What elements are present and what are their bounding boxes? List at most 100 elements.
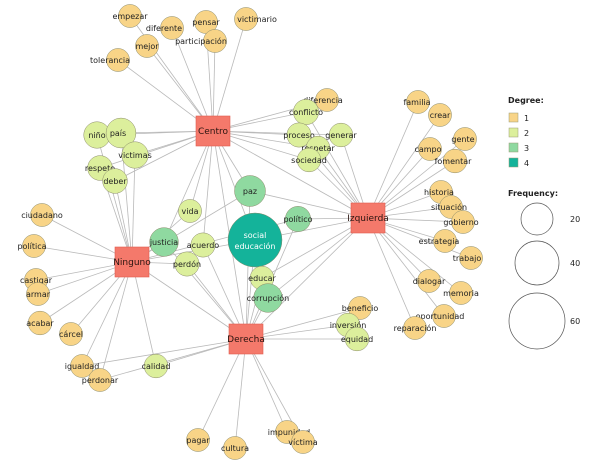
word-circle-cultura: [223, 436, 247, 460]
edge-izquierda-reparacion: [367, 217, 416, 329]
word-circle-generar: [328, 122, 354, 148]
word-label-conflicto: conflicto: [289, 108, 323, 117]
word-label-victimario: victimario: [237, 15, 277, 24]
word-label-estrategia: estrategia: [419, 237, 460, 246]
word-circle-social_educacion: [227, 212, 283, 268]
word-label-memoria: memoria: [443, 289, 479, 298]
word-node-victimario: victimario: [234, 7, 277, 31]
legend-degree-swatch-2: [508, 127, 519, 138]
word-node-sociedad: sociedad: [291, 147, 327, 173]
word-node-ciudadano: ciudadano: [21, 203, 63, 227]
word-circle-conflicto: [293, 99, 319, 125]
word-label-proceso: proceso: [283, 131, 315, 140]
edge-derecha-izquierda: [245, 217, 369, 340]
legend-degree-swatch-1: [508, 112, 519, 123]
word-node-oportunidad: oportunidad: [416, 304, 464, 328]
word-circle-victima: [291, 430, 315, 454]
legend-degree-swatch-3: [508, 142, 519, 153]
word-label-impunidad: impunidad: [268, 428, 311, 437]
hub-node-ninguno: Ninguno: [113, 246, 151, 278]
legend-frequency-label-40: 40: [570, 259, 580, 268]
word-node-mejor: mejor: [135, 34, 159, 58]
word-node-empezar: empezar: [112, 4, 148, 28]
word-node-participacion: participación: [175, 29, 227, 53]
edge-izquierda-familia: [367, 101, 419, 219]
edge-centro-acuerdo: [202, 130, 214, 246]
edge-centro-generar: [212, 130, 342, 136]
word-node-pais: país: [105, 117, 137, 149]
word-node-diferencia: diferencia: [303, 88, 343, 112]
legend-frequency-circle-60: [508, 292, 566, 350]
word-circle-paz: [234, 175, 266, 207]
word-circle-reparacion: [403, 316, 427, 340]
word-node-fomentar: fomentar: [435, 148, 472, 174]
word-label-politico: político: [283, 215, 312, 224]
edge-derecha-cultura: [234, 338, 247, 449]
word-circle-beneficio: [348, 296, 372, 320]
word-label-castigar: castigar: [20, 276, 53, 285]
word-label-pais: país: [110, 129, 126, 138]
edge-izquierda-conflicto: [305, 111, 369, 219]
word-node-familia: familia: [403, 90, 431, 114]
word-circle-participacion: [203, 29, 227, 53]
word-node-cultura: cultura: [221, 436, 249, 460]
edge-derecha-acuerdo: [202, 244, 247, 340]
word-circle-sociedad: [296, 147, 322, 173]
word-label-tolerancia: tolerancia: [90, 56, 130, 65]
legend-frequency-circle-20: [520, 202, 554, 236]
word-circle-memoria: [449, 281, 473, 305]
word-label-carcel: cárcel: [59, 330, 83, 339]
word-node-equidad: equidad: [341, 326, 373, 352]
word-node-carcel: cárcel: [59, 322, 83, 346]
word-label-justicia: justicia: [149, 238, 178, 247]
word-circle-estrategia: [433, 229, 457, 253]
edge-centro-victimario: [212, 18, 247, 132]
word-node-victima: víctima: [288, 430, 318, 454]
edge-ninguno-derecha: [131, 261, 247, 340]
hub-square-derecha: [228, 323, 264, 355]
word-circle-corrupcion: [253, 283, 283, 313]
edge-izquierda-oportunidad: [367, 217, 445, 317]
edge-ninguno-calidad: [131, 261, 157, 367]
legend-frequency-label-20: 20: [570, 215, 580, 224]
word-node-conflicto: conflicto: [289, 99, 323, 125]
hub-node-derecha: Derecha: [227, 323, 265, 355]
word-circle-justicia: [149, 227, 179, 257]
word-circle-politico: [285, 206, 311, 232]
word-circle-oportunidad: [432, 304, 456, 328]
hub-label-derecha: Derecha: [227, 335, 265, 345]
word-node-igualdad: igualdad: [65, 354, 99, 378]
word-label-armar: armar: [26, 290, 51, 299]
word-circle-dialogar: [417, 269, 441, 293]
word-circle-armar: [26, 282, 50, 306]
word-node-perdon: perdón: [173, 251, 201, 277]
word-label-pagar: pagar: [186, 436, 210, 445]
legend-frequency-circle-40: [514, 240, 560, 286]
edge-derecha-perdonar: [99, 338, 247, 381]
word-label-victima: víctima: [288, 438, 318, 447]
word-label-equidad: equidad: [341, 335, 373, 344]
edge-izquierda-educar: [261, 217, 369, 279]
word-label-dialogar: dialogar: [413, 277, 446, 286]
word-circle-politica: [22, 234, 46, 258]
word-node-tolerancia: tolerancia: [90, 48, 130, 72]
word-node-deber: deber: [102, 168, 128, 194]
word-circle-empezar: [118, 4, 142, 28]
word-label-historia: historia: [424, 188, 454, 197]
word-circle-diferente: [160, 16, 184, 40]
word-node-corrupcion: corrupción: [247, 283, 289, 313]
word-circle-perdon: [174, 251, 200, 277]
word-circle-fomentar: [442, 148, 468, 174]
edge-ninguno-paz: [131, 190, 251, 263]
word-node-politica: política: [17, 234, 47, 258]
edge-derecha-pagar: [197, 338, 247, 441]
word-label-acuerdo: acuerdo: [187, 241, 220, 250]
word-circle-victimario: [234, 7, 258, 31]
word-label-social_educacion-2: educación: [235, 241, 276, 251]
word-label-cultura: cultura: [221, 444, 249, 453]
edge-derecha-igualdad: [81, 338, 247, 367]
word-label-perdon: perdón: [173, 259, 201, 269]
